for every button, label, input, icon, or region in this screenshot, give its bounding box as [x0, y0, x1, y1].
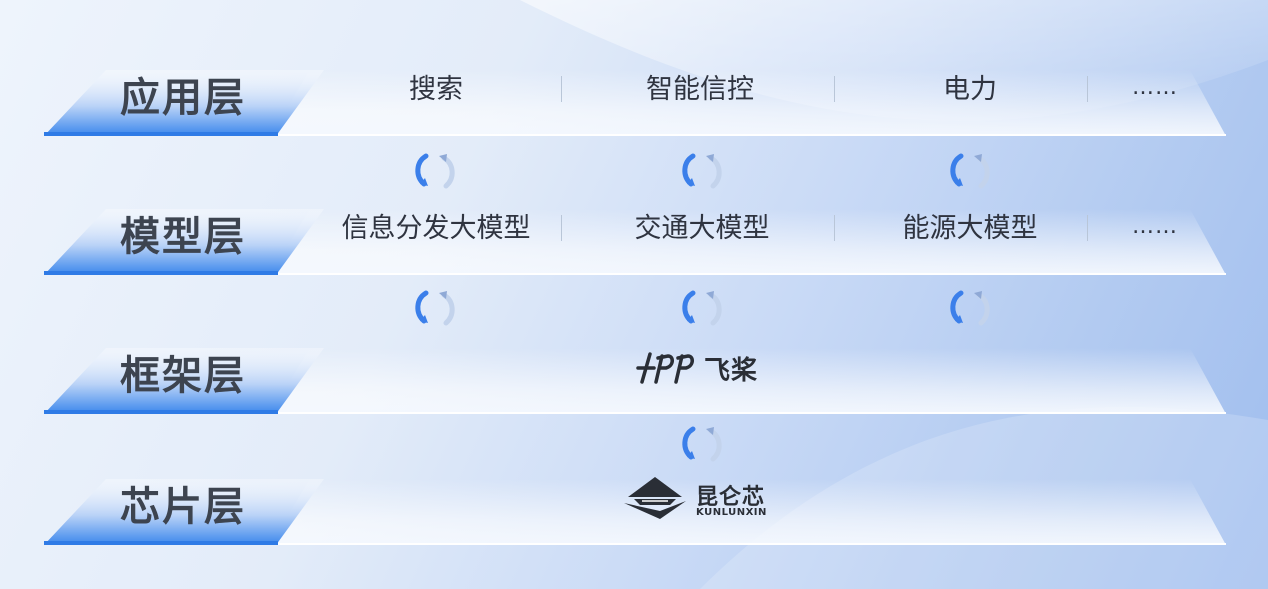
model-item-more: ……: [1132, 214, 1178, 239]
divider: [561, 215, 562, 241]
layer-application: 应用层 搜索 智能信控 电力 ……: [0, 0, 1268, 140]
divider: [1087, 215, 1088, 241]
sync-arrows-icon: [679, 423, 725, 465]
layer-title: 模型层: [120, 214, 246, 260]
app-item-search: 搜索: [409, 74, 463, 105]
layer-strip: [270, 348, 1226, 414]
layer-title: 芯片层: [120, 484, 246, 530]
layer-model: 模型层 信息分发大模型 交通大模型 能源大模型 ……: [0, 139, 1268, 279]
layer-label-block: [44, 70, 324, 136]
paddlepaddle-logo-text: 飞桨: [704, 356, 759, 386]
model-item-energy: 能源大模型: [902, 213, 1038, 244]
layer-strip: [270, 209, 1226, 275]
layer-strip: [270, 70, 1226, 136]
sync-arrows-icon: [679, 150, 725, 192]
paddlepaddle-mark-icon: [636, 352, 694, 384]
paddlepaddle-logo: 飞桨: [636, 346, 776, 386]
layer-title: 应用层: [120, 75, 246, 121]
divider: [834, 76, 835, 102]
sync-arrows-icon: [947, 150, 993, 192]
app-item-power: 电力: [943, 74, 997, 105]
app-item-more: ……: [1132, 75, 1178, 100]
kunlunxin-logo-subtext: KUNLUNXIN: [696, 507, 767, 518]
sync-arrows-icon: [412, 287, 458, 329]
layer-title: 框架层: [120, 353, 246, 399]
sync-arrows-icon: [947, 287, 993, 329]
layer-label-block: [44, 348, 324, 414]
layer-label-block: [44, 209, 324, 275]
sync-arrows-icon: [679, 287, 725, 329]
layer-framework: 框架层 飞桨: [0, 278, 1268, 418]
divider: [834, 215, 835, 241]
app-item-smart-signal: 智能信控: [646, 74, 754, 105]
layer-chip: 芯片层 昆仑芯 KUNLUNXIN: [0, 409, 1268, 549]
kunlunxin-logo: 昆仑芯 KUNLUNXIN: [620, 473, 780, 523]
layer-label-block: [44, 479, 324, 545]
model-item-info-distribution: 信息分发大模型: [341, 213, 531, 244]
sync-arrows-icon: [412, 150, 458, 192]
kunlunxin-mark-icon: [624, 477, 686, 519]
divider: [561, 76, 562, 102]
divider: [1087, 76, 1088, 102]
layer-strip: [270, 479, 1226, 545]
kunlunxin-logo-text: 昆仑芯: [696, 485, 766, 510]
model-item-traffic: 交通大模型: [634, 213, 770, 244]
